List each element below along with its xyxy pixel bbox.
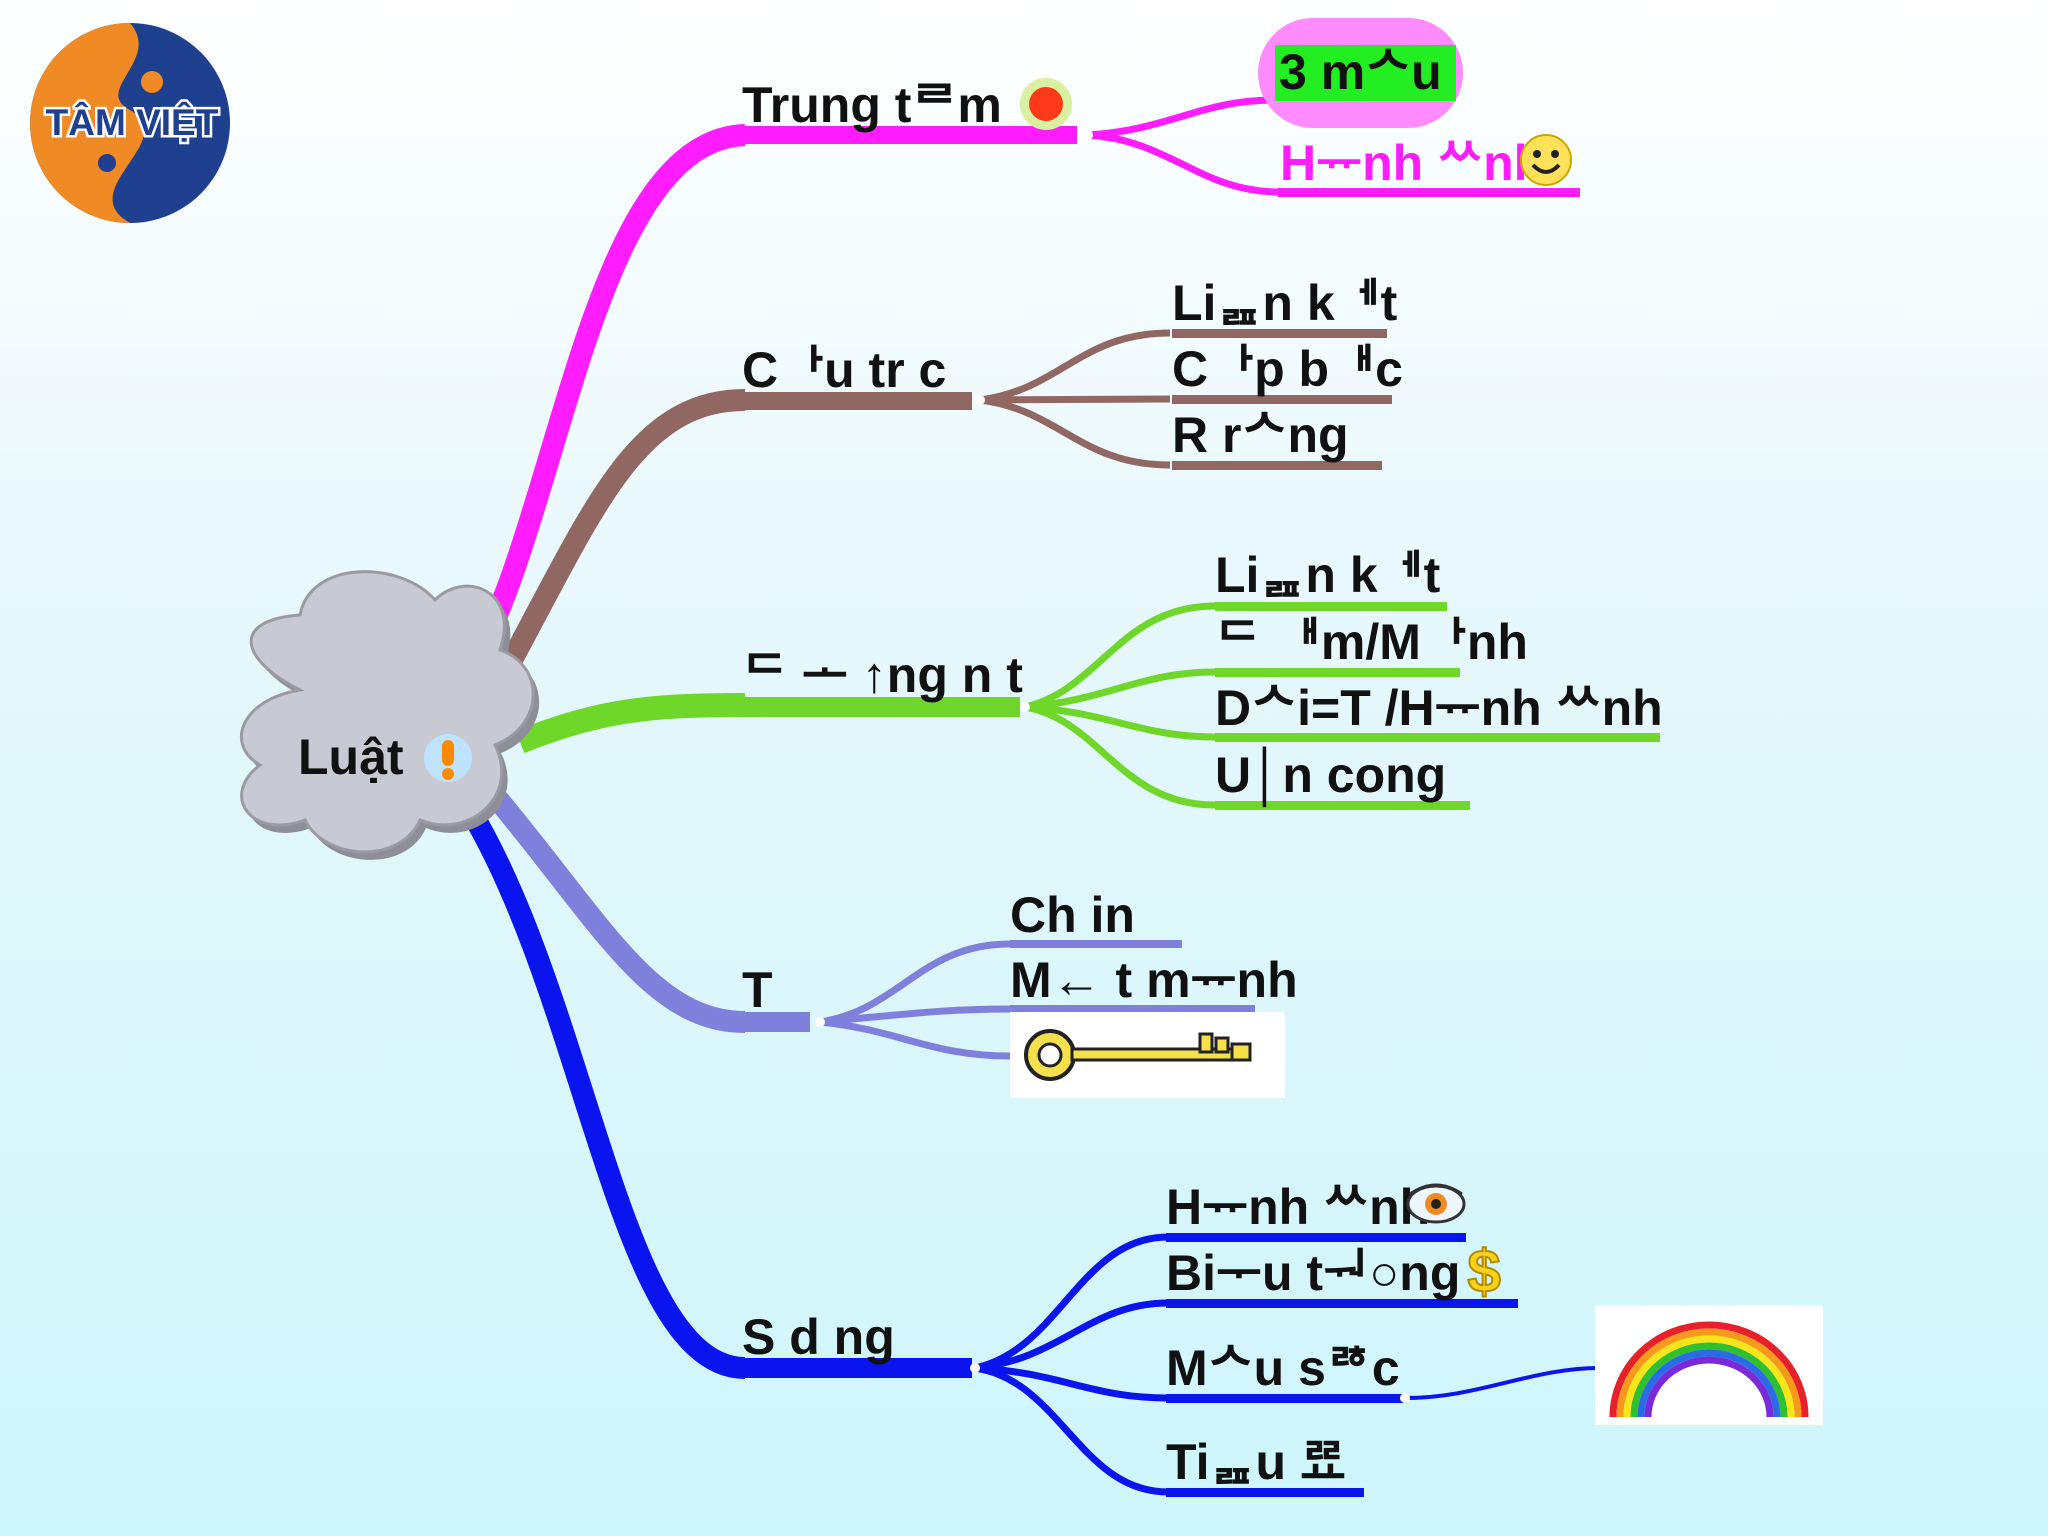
junction-dots	[815, 130, 1410, 1403]
branch-usage-label: S d ng	[742, 1309, 895, 1365]
branch-key-label: T	[742, 962, 773, 1018]
child-light-strong: ᄃ ᅢm/Mᅡnh	[1215, 614, 1528, 670]
child-length-word-image: Dᄉi=T /Hᅲnh ᄊnh	[1215, 680, 1663, 736]
child-link-2: Liᆵn kᅦt	[1215, 547, 1441, 603]
child-heading: Tiᆵu ᄙᅭ	[1166, 1434, 1346, 1490]
exclamation-icon	[424, 734, 472, 782]
child-symbol: Biᅮu tᅯ○ng	[1166, 1245, 1461, 1301]
trunk-structure	[480, 389, 746, 706]
svg-text:$: $	[1467, 1240, 1500, 1302]
dollar-icon: $	[1466, 1240, 1501, 1302]
branch-center-label: Trung tᄅm	[742, 77, 1002, 133]
key-picture	[1010, 1012, 1285, 1098]
root-label-text: Luật	[298, 729, 404, 785]
child-image-usage: Hᅲnh ᄊnh	[1166, 1179, 1431, 1235]
eye-icon	[1406, 1183, 1466, 1224]
child-one-word: M← t mᅲnh	[1010, 952, 1298, 1008]
trunk-connectors	[460, 124, 746, 1379]
smiley-icon	[1520, 134, 1572, 186]
child-three-colors: 3 mᄉu	[1275, 45, 1456, 101]
child-hierarchy: Cᅡp bᅢc	[1172, 341, 1403, 397]
branch-emphasis-label: ᄃ ᅩ ↑ng n t	[742, 647, 1023, 703]
child-color: Mᄉu sᄚc	[1166, 1340, 1400, 1396]
child-curved: U│n cong	[1215, 747, 1447, 803]
child-link: Liᆵn kᅦt	[1172, 275, 1398, 331]
root-cloud	[240, 570, 540, 860]
trunk-center	[460, 124, 746, 676]
target-icon	[1020, 78, 1072, 130]
logo-text: TÂM VIỆT	[46, 101, 219, 143]
root-label: Luật	[298, 732, 404, 782]
trunk-usage	[460, 804, 746, 1379]
trunk-emphasis	[515, 693, 746, 754]
child-image-center: Hᅲnh ᄊnh	[1280, 135, 1545, 191]
child-print: Ch in	[1010, 887, 1135, 943]
sub-connectors	[819, 96, 1601, 1496]
key-icon	[1024, 1029, 1252, 1081]
branch-underlines	[742, 126, 1077, 1378]
rainbow-icon	[1609, 1321, 1809, 1418]
trunk-key	[481, 782, 746, 1033]
tam-viet-logo: TÂM VIỆT	[30, 23, 230, 223]
sub-underlines	[1010, 188, 1660, 1497]
child-clarity: R￵ rᄉng	[1172, 407, 1349, 463]
rainbow-picture	[1595, 1305, 1823, 1425]
branch-structure-label: Cᅡu tr c	[742, 342, 947, 398]
